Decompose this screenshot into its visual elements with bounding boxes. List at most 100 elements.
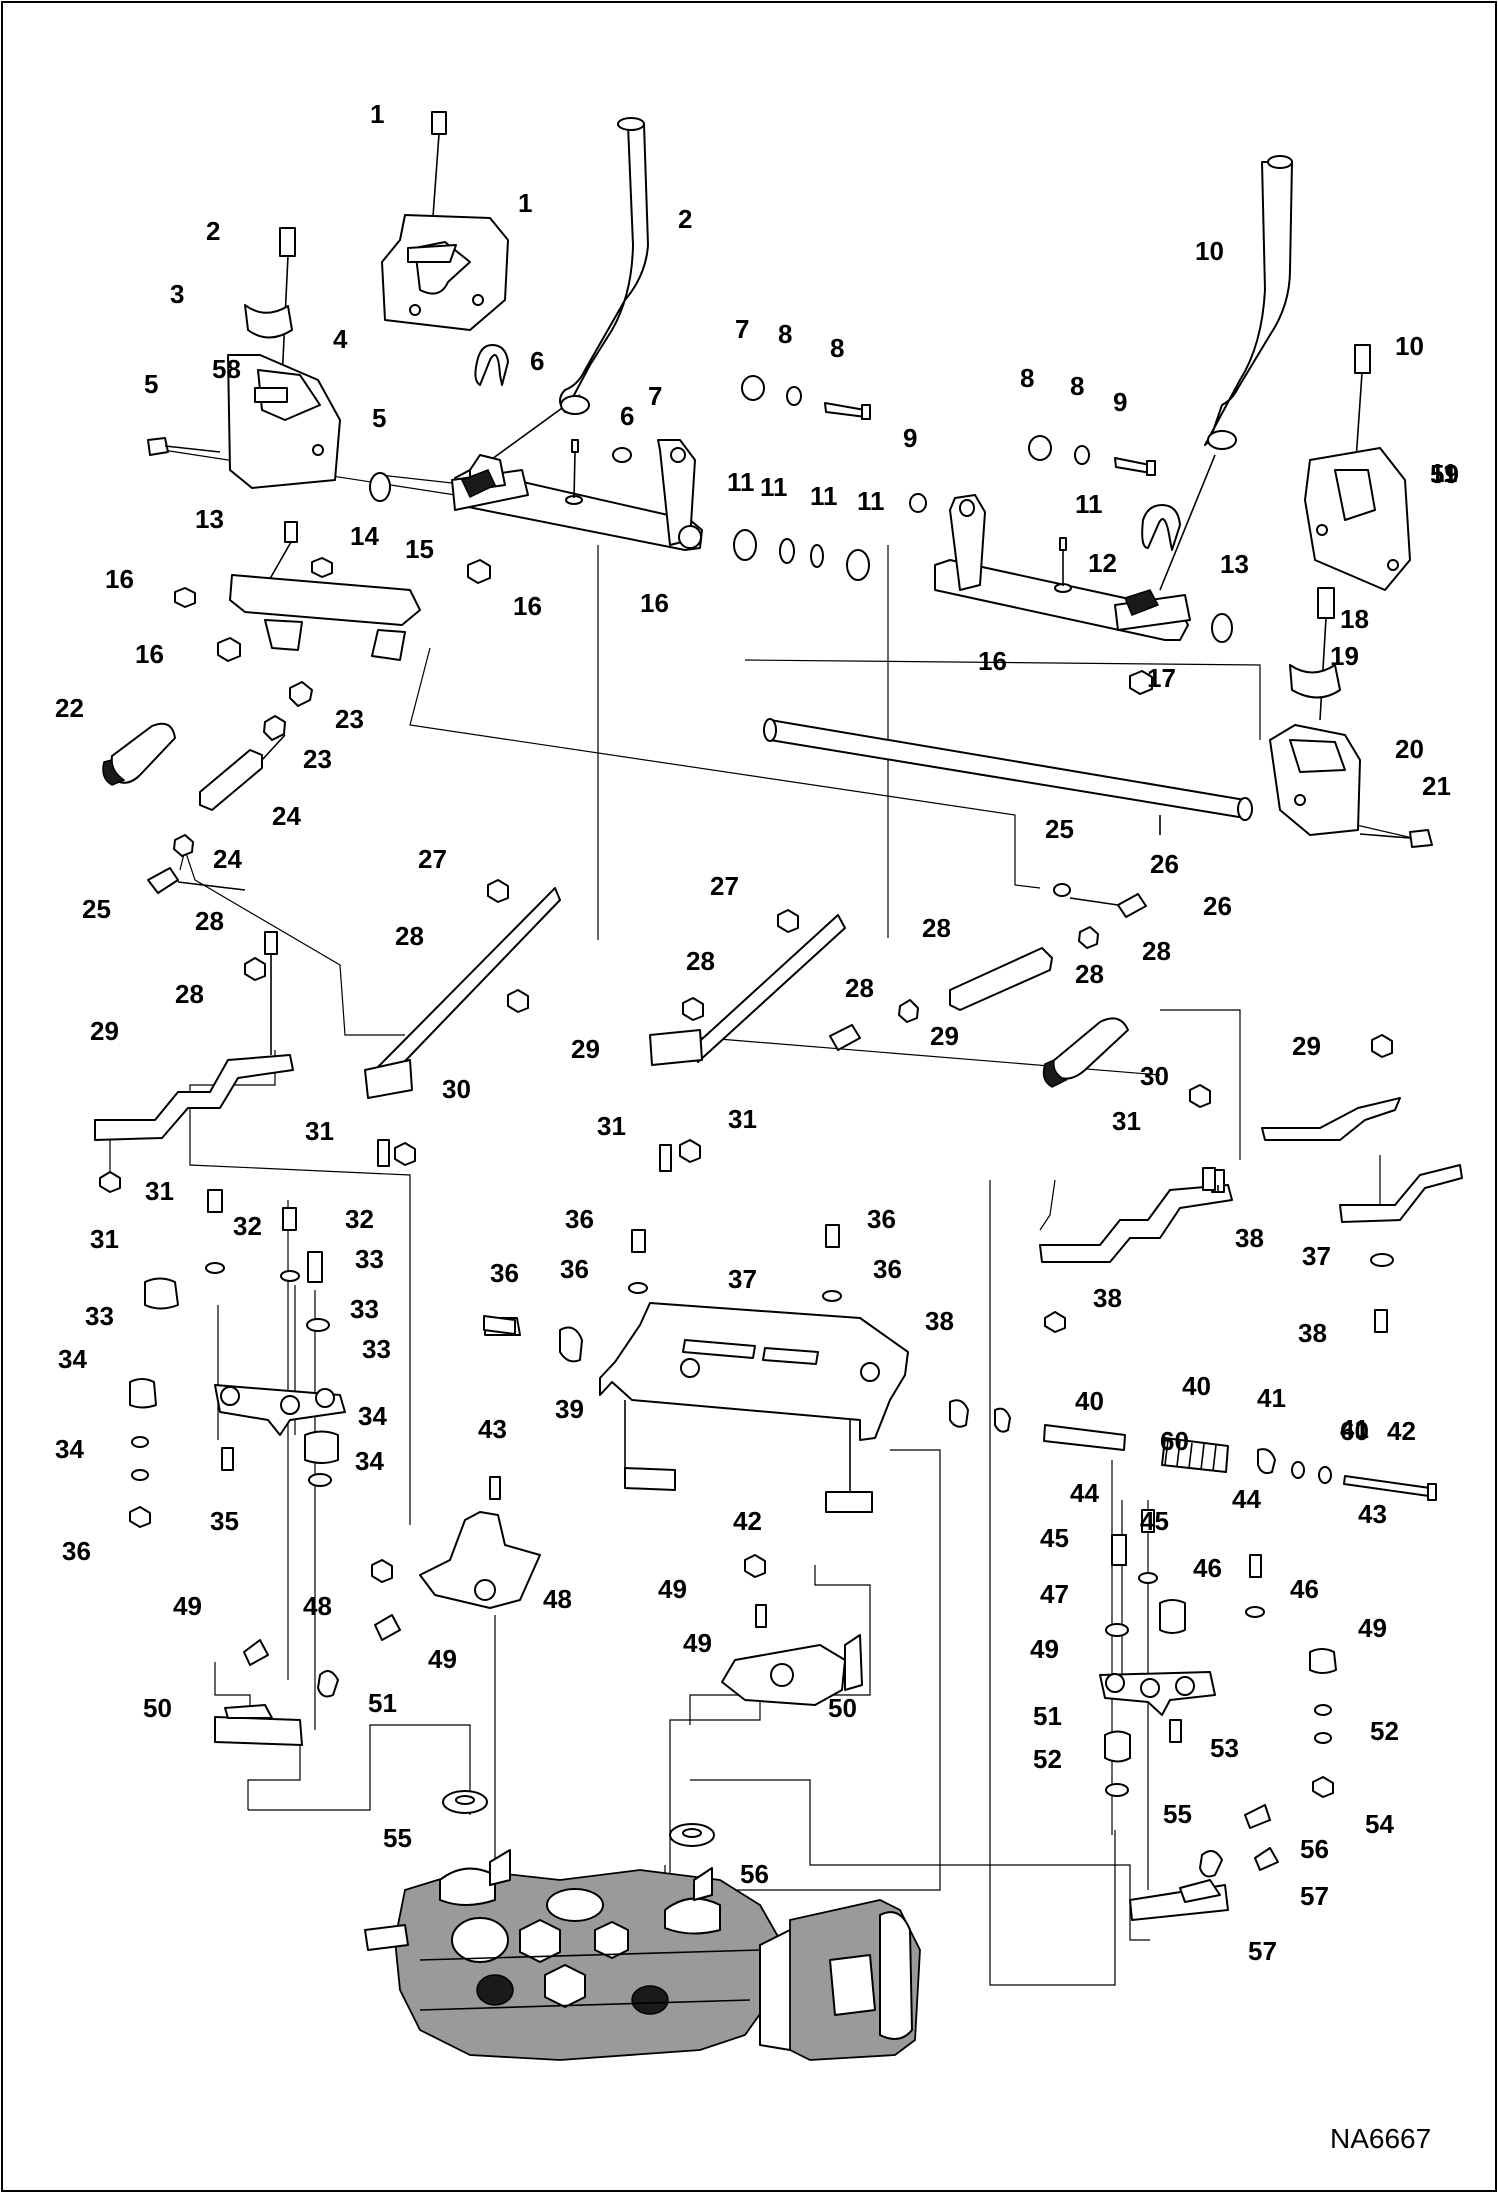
callout-54-alt: 60 xyxy=(1340,1416,1369,1446)
callout-31: 31 xyxy=(728,1104,757,1134)
u-clamps xyxy=(460,469,1160,616)
bracket-35 xyxy=(371,1476,541,1609)
mount-bracket-55-left xyxy=(227,227,341,489)
callout-3: 11 xyxy=(810,481,838,511)
callout-55: 4 xyxy=(333,324,348,354)
callout-45: 49 xyxy=(173,1591,202,1621)
callout-23: 49 xyxy=(683,1628,712,1658)
damper-60-left xyxy=(102,722,176,786)
callout-49: 44 xyxy=(1232,1484,1261,1514)
cylinder-37-right xyxy=(829,883,1147,1051)
callout-38: 16 xyxy=(105,564,134,594)
callout-28: 33 xyxy=(350,1294,379,1324)
callout-31: 31 xyxy=(1112,1106,1141,1136)
callout-24: 8 xyxy=(830,333,844,363)
callout-16: 48 xyxy=(303,1591,332,1621)
callout-25: 55 xyxy=(1163,1799,1192,1829)
callout-23: 43 xyxy=(478,1414,507,1444)
callout-6: 21 xyxy=(1422,771,1451,801)
callout-37: 24 xyxy=(272,801,301,831)
callout-42: 34 xyxy=(55,1434,84,1464)
callout-40: 11 xyxy=(1430,458,1458,488)
callout-1: 10 xyxy=(1195,236,1224,266)
callout-11: 36 xyxy=(873,1254,902,1284)
callout-15: 42 xyxy=(1387,1416,1416,1446)
callout-56: 3 xyxy=(170,279,184,309)
callout-45: 57 xyxy=(1300,1881,1329,1911)
callout-43: 49 xyxy=(1358,1613,1387,1643)
callout-36: 31 xyxy=(597,1111,626,1141)
callout-50: 33 xyxy=(355,1244,384,1274)
callout-34: 28 xyxy=(845,973,874,1003)
callout-11: 36 xyxy=(560,1254,589,1284)
bushings-and-rings xyxy=(369,472,1233,643)
callout-32: 28 xyxy=(686,946,715,976)
callout-8: 11 xyxy=(727,467,755,497)
callout-31: 28 xyxy=(175,979,204,1009)
callout-36: 30 xyxy=(1140,1061,1169,1091)
callout-56: 19 xyxy=(1330,641,1359,671)
callout-22: 36 xyxy=(490,1258,519,1288)
mount-bracket-40-left xyxy=(381,111,509,331)
callout-52: 46 xyxy=(1193,1553,1222,1583)
callout-9: 11 xyxy=(1075,489,1103,519)
mount-bracket-40-right xyxy=(1304,344,1411,591)
callout-57: 18 xyxy=(1340,604,1369,634)
callout-28: 7 xyxy=(648,381,662,411)
callout-1: 2 xyxy=(678,204,692,234)
callout-25: 51 xyxy=(368,1688,397,1718)
callout-28: 52 xyxy=(1033,1744,1062,1774)
callout-49: 32 xyxy=(345,1204,374,1234)
callout-34: 23 xyxy=(303,744,332,774)
callout-31: 29 xyxy=(1292,1031,1321,1061)
callout-5: 1 xyxy=(370,99,384,129)
callout-5: 10 xyxy=(1395,331,1424,361)
callout-33: 26 xyxy=(1203,891,1232,921)
bar-30-left xyxy=(94,931,294,1193)
link-44-left xyxy=(214,1614,401,1746)
callout-16: 16 xyxy=(135,639,164,669)
callout-34: 28 xyxy=(1142,936,1171,966)
callout-11: 46 xyxy=(1290,1574,1319,1604)
callout-57: 2 xyxy=(206,216,220,246)
callout-49: 53 xyxy=(1210,1733,1239,1763)
callout-31: 30 xyxy=(442,1074,471,1104)
callout-36: 28 xyxy=(195,906,224,936)
callout-16: 17 xyxy=(1147,663,1176,693)
callout-19: 42 xyxy=(733,1506,762,1536)
bushing-stack-right xyxy=(1028,435,1156,476)
callout-16: 49 xyxy=(658,1574,687,1604)
callout-28: 8 xyxy=(778,319,792,349)
callout-17: 50 xyxy=(828,1693,857,1723)
callout-28: 34 xyxy=(355,1446,384,1476)
callout-16: 16 xyxy=(513,591,542,621)
callout-29: 8 xyxy=(1020,363,1034,393)
hydraulic-pump xyxy=(364,1849,921,2061)
callout-4: 26 xyxy=(1150,849,1179,879)
callout-37: 28 xyxy=(922,913,951,943)
callout-46: 27 xyxy=(418,844,447,874)
callout-47: 43 xyxy=(1358,1499,1387,1529)
pin-22 xyxy=(483,1315,516,1335)
callout-30: 29 xyxy=(90,1016,119,1046)
callout-55: 20 xyxy=(1395,734,1424,764)
callout-48: 56 xyxy=(1300,1834,1329,1864)
callout-34: 24 xyxy=(213,844,242,874)
callout-33: 25 xyxy=(82,894,111,924)
callout-9: 6 xyxy=(620,401,634,431)
callout-51: 56 xyxy=(740,1859,769,1889)
callout-36: 38 xyxy=(1298,1318,1327,1348)
callout-27: 33 xyxy=(362,1334,391,1364)
cluster-left xyxy=(129,1189,346,1528)
nuts-16-top xyxy=(217,559,1153,695)
callout-13-alt: 60 xyxy=(1160,1426,1189,1456)
plate-21 xyxy=(174,521,421,661)
callout-38: 14 xyxy=(350,521,379,551)
callout-26: 31 xyxy=(90,1224,119,1254)
callout-49: 31 xyxy=(145,1176,174,1206)
callout-46: 27 xyxy=(710,871,739,901)
small-pins xyxy=(565,439,1072,593)
callout-60: 28 xyxy=(1075,959,1104,989)
